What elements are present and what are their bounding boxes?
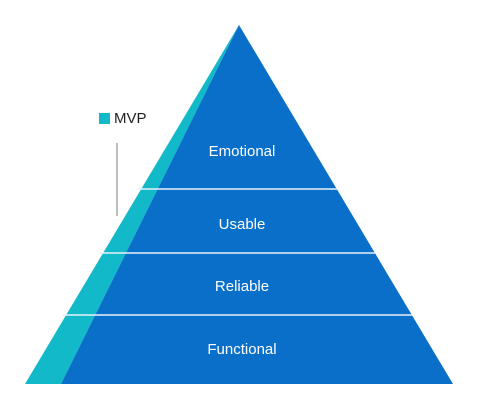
layer-label-reliable: Reliable bbox=[215, 278, 269, 295]
pyramid-body bbox=[61, 25, 453, 384]
layer-label-functional: Functional bbox=[207, 341, 276, 358]
layer-label-usable: Usable bbox=[219, 216, 266, 233]
legend-swatch-icon bbox=[99, 113, 110, 124]
mvp-side-strip bbox=[25, 25, 239, 384]
legend-label: MVP bbox=[114, 110, 147, 127]
layer-label-emotional: Emotional bbox=[209, 143, 276, 160]
